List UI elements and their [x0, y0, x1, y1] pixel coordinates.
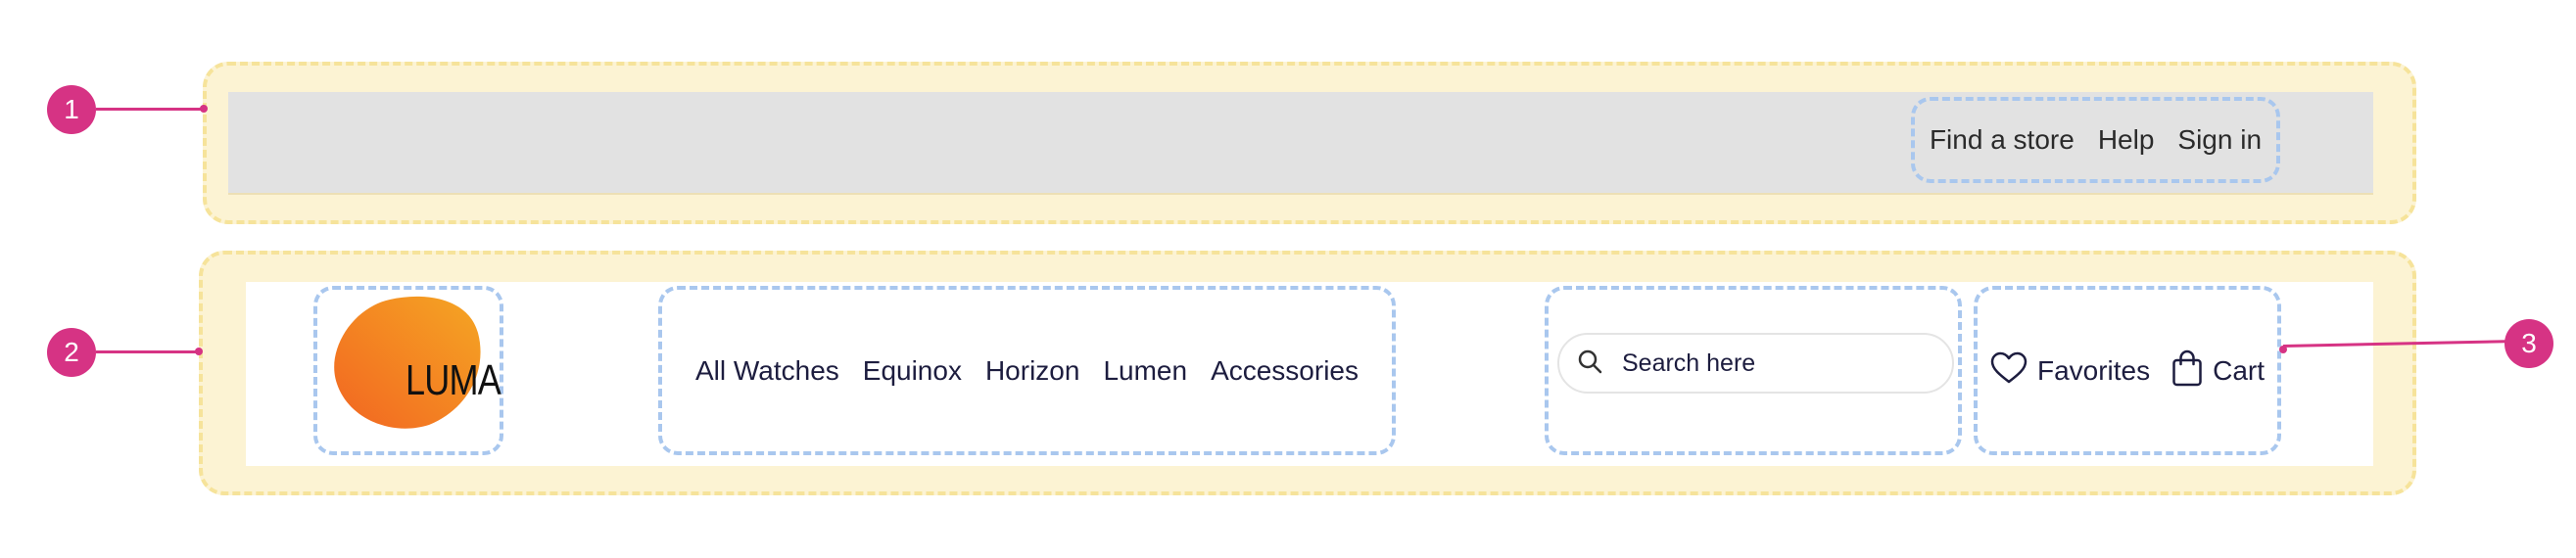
annotation-marker-3: 3 [2504, 319, 2553, 368]
shopping-bag-icon [2171, 349, 2203, 392]
nav-lumen[interactable]: Lumen [1103, 354, 1188, 386]
logo-blob [334, 296, 481, 429]
favorites-label: Favorites [2036, 354, 2151, 386]
search-group [1545, 286, 1962, 455]
nav-all-watches[interactable]: All Watches [694, 354, 839, 386]
logo-text: LUMA [405, 356, 501, 404]
cart-label: Cart [2213, 354, 2266, 386]
favorites-button[interactable]: Favorites [1990, 351, 2150, 390]
utility-bar [228, 92, 2373, 195]
find-a-store-link[interactable]: Find a store [1929, 124, 2075, 155]
nav-equinox[interactable]: Equinox [862, 354, 962, 386]
nav-accessories[interactable]: Accessories [1211, 354, 1359, 386]
annotation-connector-2 [96, 350, 200, 353]
annotation-dot-3 [2279, 346, 2287, 353]
header-actions-group: Favorites Cart [1974, 286, 2281, 455]
help-link[interactable]: Help [2097, 124, 2155, 155]
primary-nav: All Watches Equinox Horizon Lumen Access… [658, 286, 1396, 455]
search-input[interactable] [1620, 348, 1918, 379]
annotation-marker-1: 1 [47, 85, 96, 134]
annotation-connector-1 [96, 108, 204, 111]
sign-in-link[interactable]: Sign in [2177, 124, 2263, 155]
heart-icon [1990, 351, 2027, 390]
annotation-dot-1 [200, 105, 208, 113]
search-box[interactable] [1557, 333, 1954, 394]
logo-group[interactable] [313, 286, 503, 455]
cart-button[interactable]: Cart [2171, 349, 2265, 392]
annotation-dot-2 [195, 348, 203, 355]
nav-horizon[interactable]: Horizon [984, 354, 1080, 386]
search-icon [1577, 349, 1602, 379]
utility-links-group: Find a store Help Sign in [1911, 97, 2280, 183]
annotation-marker-2: 2 [47, 328, 96, 377]
